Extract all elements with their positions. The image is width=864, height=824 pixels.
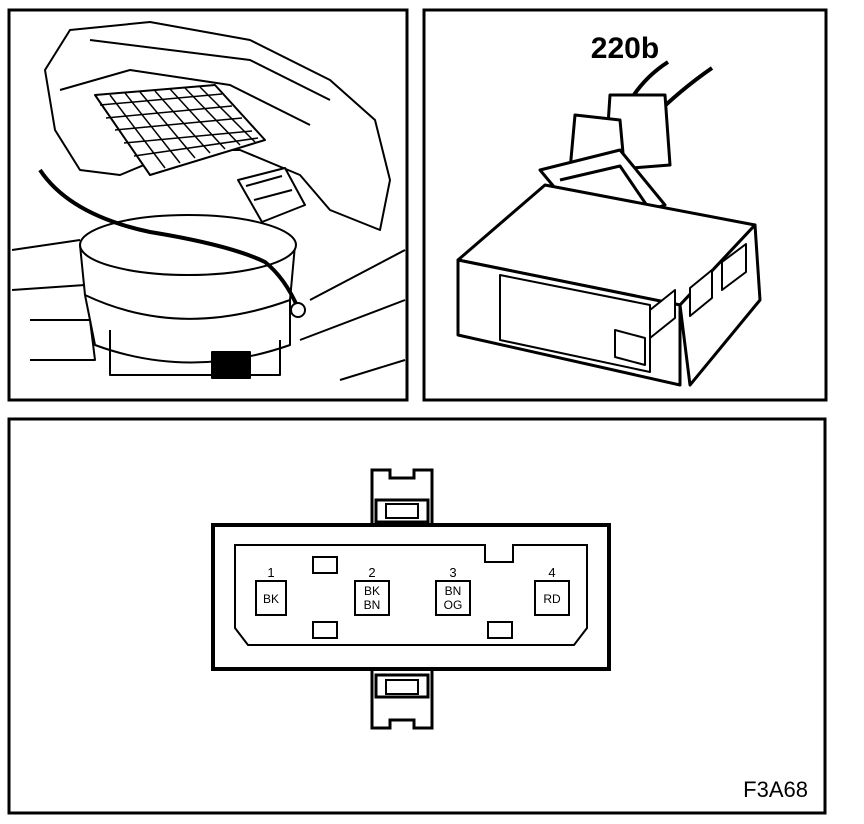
pin-terminal (435, 580, 471, 616)
keying-slots (312, 556, 513, 639)
pin-4: 4 RD (534, 565, 570, 616)
pin-number: 3 (449, 565, 456, 580)
blower-housing-illustration (11, 21, 406, 381)
pin-terminal (534, 580, 570, 616)
location-panel (7, 8, 409, 402)
figure-code: F3A68 (743, 777, 808, 802)
wire-color: BN (445, 584, 462, 598)
pin-number: 4 (548, 565, 555, 580)
connector-drawing (456, 60, 762, 387)
cavity-outline (234, 544, 588, 646)
pin-1: 1 BK (255, 565, 287, 616)
wire-color: BK (263, 592, 279, 606)
top-latch (370, 468, 434, 527)
connector-title: 220b (591, 32, 659, 65)
wire-color: RD (543, 592, 561, 606)
wire-color: BN (364, 598, 381, 612)
pin-terminal (354, 580, 390, 616)
pin-2: 2 BK BN (354, 565, 390, 616)
wire-color: BK (364, 584, 380, 598)
bottom-latch (370, 668, 434, 730)
connector-illustration-panel: 220b (422, 8, 828, 402)
wire-color: OG (444, 598, 463, 612)
pinout-panel: 1 BK 2 BK BN 3 BN OG 4 RD F3A68 (7, 417, 827, 815)
pin-terminal (255, 580, 287, 616)
pin-number: 2 (368, 565, 375, 580)
pin-number: 1 (267, 565, 274, 580)
pin-3: 3 BN OG (435, 565, 471, 616)
